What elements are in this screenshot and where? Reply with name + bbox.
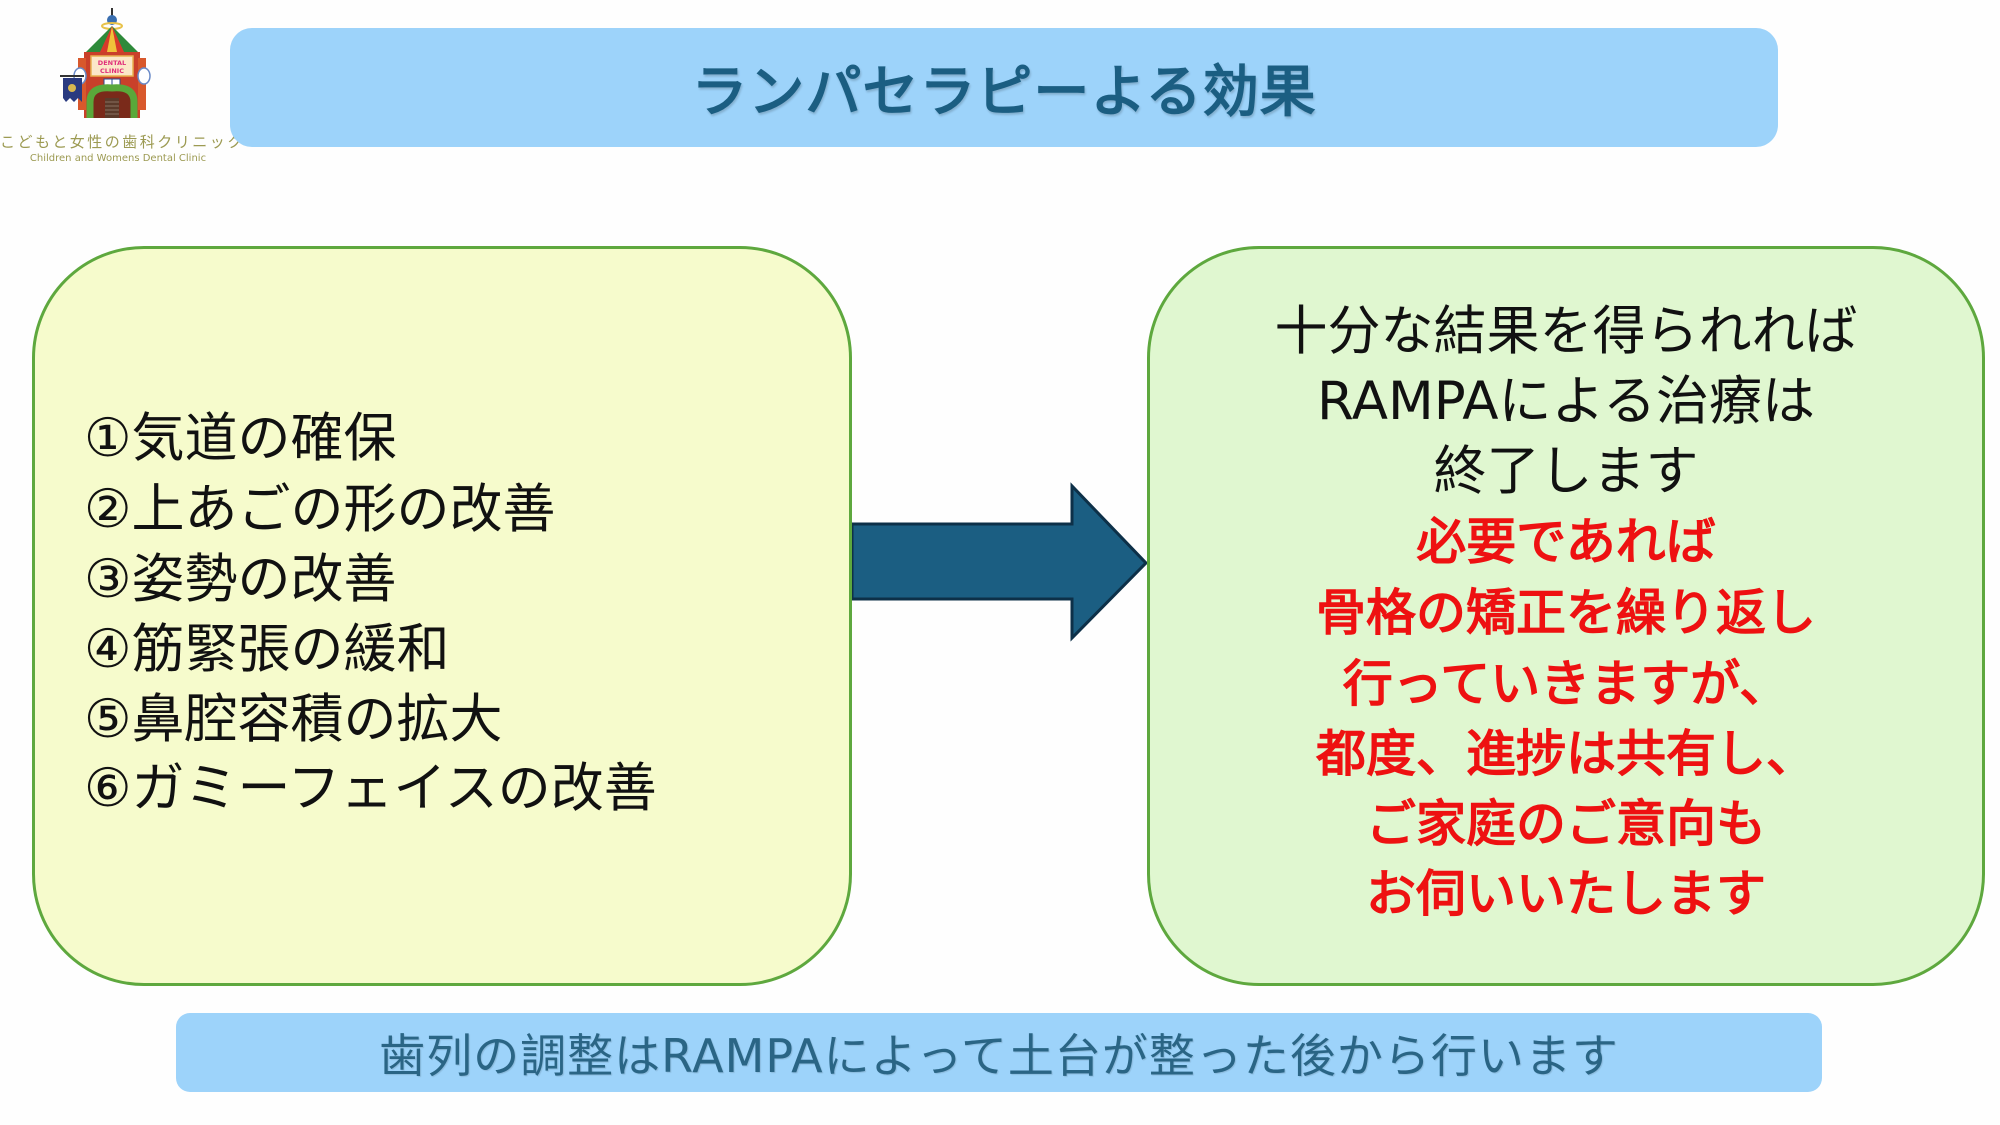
result-emphasis-line: お伺いいたします [1366, 865, 1766, 923]
clinic-logo: DENTAL CLINIC こどもと女性の歯科クリニック Children an… [0, 0, 245, 170]
result-emphasis-line: 行っていきますが、 [1342, 655, 1790, 713]
title-banner: ランパセラピーよる効果 [230, 28, 1778, 147]
effect-item: ③姿勢の改善 [84, 549, 397, 610]
effect-item: ④筋緊張の緩和 [84, 619, 450, 680]
result-emphasis-line: ご家庭のご意向も [1366, 795, 1766, 853]
effect-item: ①気道の確保 [84, 408, 397, 469]
logo-name-english: Children and Womens Dental Clinic [29, 153, 207, 164]
right-arrow-icon [852, 482, 1149, 642]
result-line: RAMPAによる治療は [1317, 371, 1815, 432]
clinic-building-icon: DENTAL CLINIC [60, 8, 151, 118]
effect-item: ②上あごの形の改善 [84, 479, 556, 540]
effects-box: ①気道の確保 ②上あごの形の改善 ③姿勢の改善 ④筋緊張の緩和 ⑤鼻腔容積の拡大… [32, 246, 852, 986]
effect-item: ⑥ガミーフェイスの改善 [84, 758, 657, 819]
result-line: 十分な結果を得られれば [1274, 301, 1858, 362]
logo-sign-line2: CLINIC [100, 67, 124, 75]
logo-sign-line1: DENTAL [98, 59, 126, 67]
note-banner: 歯列の調整はRAMPAによって土台が整った後から行います [176, 1013, 1822, 1092]
effect-item: ⑤鼻腔容積の拡大 [84, 689, 503, 750]
result-emphasis-line: 骨格の矯正を繰り返し [1316, 584, 1816, 642]
page-title: ランパセラピーよる効果 [691, 60, 1317, 125]
result-emphasis-line: 必要であれば [1416, 513, 1716, 571]
logo-name-japanese: こどもと女性の歯科クリニック [0, 133, 245, 151]
note-text: 歯列の調整はRAMPAによって土台が整った後から行います [379, 1028, 1619, 1083]
result-emphasis-line: 都度、進捗は共有し、 [1316, 725, 1816, 783]
result-line: 終了します [1433, 441, 1699, 502]
result-box: 十分な結果を得られれば RAMPAによる治療は 終了します 必要であれば 骨格の… [1147, 246, 1985, 986]
